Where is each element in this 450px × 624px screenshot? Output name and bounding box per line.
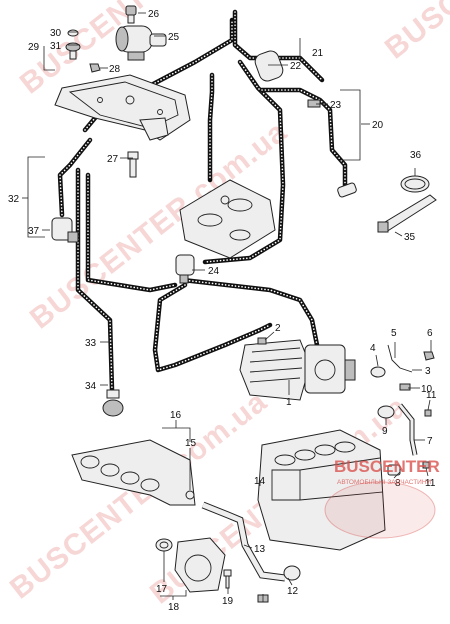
cable-tie-part — [377, 194, 437, 233]
o-ring-part — [155, 538, 173, 552]
callout-5: 5 — [391, 328, 397, 339]
callout-11-upper: 11 — [426, 390, 437, 401]
callout-22: 22 — [290, 61, 302, 72]
egr-nut-part — [423, 351, 435, 361]
egr-bolts-part — [257, 337, 267, 345]
callout-31: 31 — [50, 41, 62, 52]
block-sensor-part — [387, 464, 401, 476]
callout-13: 13 — [254, 544, 266, 555]
bracket-part — [54, 74, 191, 141]
vacuum-valve-part — [175, 254, 195, 284]
watermark-text-top-right: BUSCENTER — [379, 0, 450, 66]
callout-7: 7 — [427, 436, 433, 447]
callout-26: 26 — [148, 9, 160, 20]
coolant-line-part — [398, 403, 418, 456]
callout-33: 33 — [85, 338, 97, 349]
callout-27: 27 — [107, 154, 119, 165]
egr-bolt-part — [399, 383, 411, 391]
callout-35: 35 — [404, 232, 416, 243]
callout-6: 6 — [427, 328, 433, 339]
engine-cover-part — [179, 179, 276, 259]
callout-8: 8 — [395, 478, 401, 489]
logo-title: BUSCENTER — [334, 457, 440, 476]
callout-2: 2 — [275, 323, 281, 334]
callout-15: 15 — [185, 438, 197, 449]
throttle-bolt-part — [223, 569, 232, 589]
hose-connector-part — [307, 99, 321, 108]
long-bolt-part — [127, 151, 139, 178]
callout-20: 20 — [372, 120, 384, 131]
callout-11-lower: 11 — [425, 478, 436, 489]
cap-screw-part — [125, 5, 137, 24]
pipe-clamp-part — [370, 366, 386, 378]
logo-subtitle: АВТОМОБІЛЬНІ ЗАПЧАСТИНИ — [337, 479, 432, 486]
callout-36: 36 — [410, 150, 422, 161]
callout-25: 25 — [168, 32, 180, 43]
callout-4: 4 — [370, 343, 376, 354]
callout-numbers: 26 25 30 31 29 28 27 21 22 23 20 36 35 3… — [8, 9, 437, 613]
manifold-gasket-part — [185, 490, 195, 500]
hose-clamp-part — [400, 175, 430, 193]
egr-pipe-part — [201, 501, 286, 582]
throttle-body-part — [174, 537, 226, 593]
callout-3: 3 — [425, 366, 431, 377]
callout-29: 29 — [28, 42, 40, 53]
callout-16: 16 — [170, 410, 182, 421]
bolt-part — [89, 63, 101, 73]
callout-19: 19 — [222, 596, 234, 607]
pressure-sensor-part — [337, 182, 357, 198]
gasket-part — [377, 405, 395, 419]
callout-28: 28 — [109, 64, 121, 75]
filter-part — [254, 50, 284, 82]
coolant-pipe-part — [387, 344, 413, 373]
callout-14: 14 — [254, 476, 266, 487]
vacuum-reservoir-part — [102, 389, 124, 417]
change-over-valve-part — [51, 217, 79, 243]
leader-lines — [22, 12, 432, 602]
callout-10: 10 — [421, 384, 433, 395]
intake-manifold-part — [71, 439, 196, 506]
callout-34: 34 — [85, 381, 97, 392]
solenoid-valve-part — [115, 25, 167, 61]
callout-1: 1 — [286, 397, 292, 408]
callout-9: 9 — [382, 426, 388, 437]
callout-37: 37 — [28, 226, 40, 237]
watermark-text-bottom-left: BUSCENTER.com.ua — [4, 385, 273, 606]
pipe-flange-part — [283, 565, 301, 581]
callout-18: 18 — [168, 602, 180, 613]
callout-24: 24 — [208, 266, 220, 277]
callout-17: 17 — [156, 584, 168, 595]
callout-23: 23 — [330, 100, 342, 111]
callout-21: 21 — [312, 48, 324, 59]
engine-block-part — [257, 429, 386, 551]
callout-30: 30 — [50, 28, 62, 39]
callout-12: 12 — [287, 586, 299, 597]
egr-cooler-part — [239, 339, 356, 401]
callout-32: 32 — [8, 194, 20, 205]
brand-logo: BUSCENTER АВТОМОБІЛЬНІ ЗАПЧАСТИНИ — [324, 457, 440, 539]
